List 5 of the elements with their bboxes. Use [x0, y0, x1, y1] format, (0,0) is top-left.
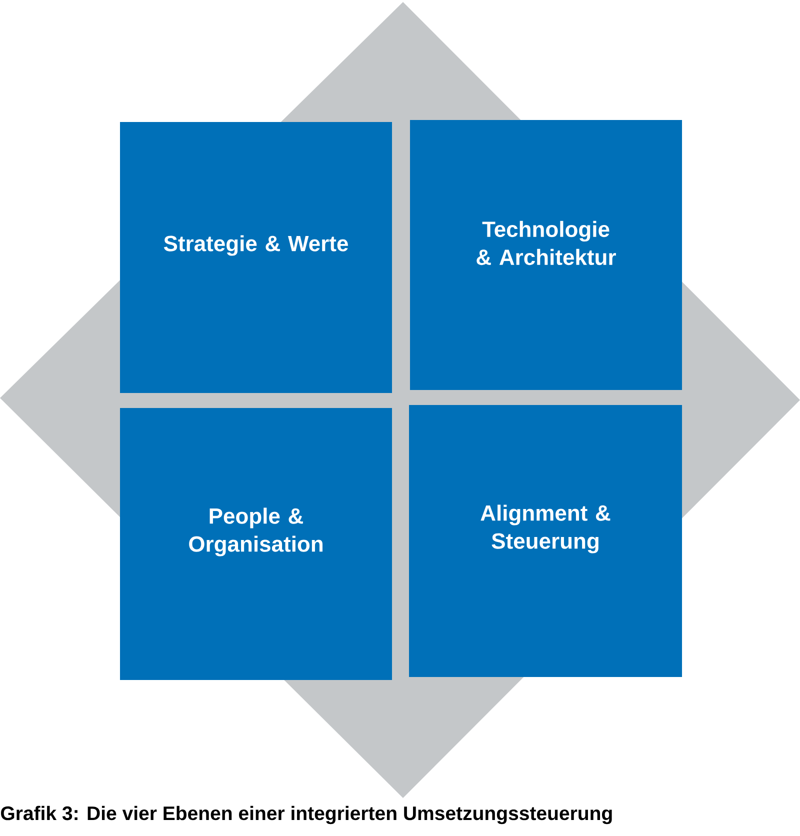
- quadrant-box: People & Organisation: [120, 408, 392, 680]
- caption: Grafik 3: Die vier Ebenen einer integrierten Umsetzungssteuerung: [1, 806, 612, 824]
- quadrant-box: Technologie & Architektur: [410, 120, 682, 390]
- quadrant-box: Strategie & Werte: [120, 122, 392, 393]
- quadrant-box: Alignment & Steuerung: [409, 405, 682, 677]
